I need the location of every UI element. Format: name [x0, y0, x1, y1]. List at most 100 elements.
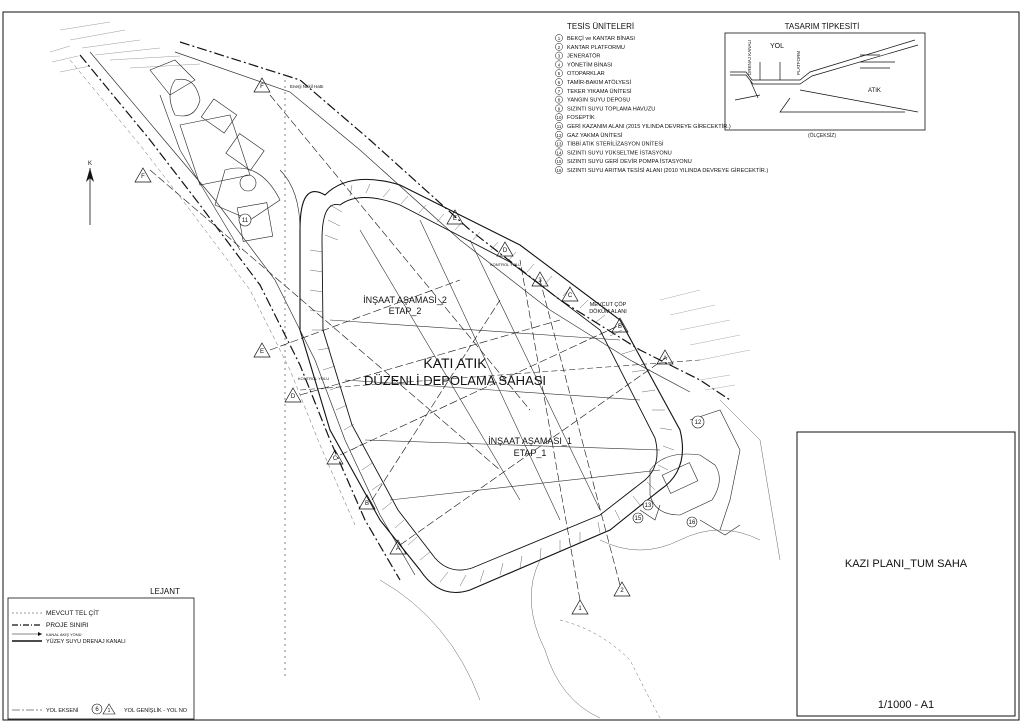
section-marker: 1 [571, 599, 589, 615]
site-unit-markers [238, 213, 705, 528]
section-marker: C [326, 449, 344, 465]
facility-number: 8 [558, 98, 561, 103]
svg-text:C: C [568, 293, 573, 299]
project-boundary-top [179, 41, 731, 401]
facility-label: KANTAR PLATFORMU [567, 45, 625, 51]
facility-number-circle [555, 78, 563, 86]
facility-item: 4 YÖNETİM BİNASI [555, 60, 613, 68]
facility-number-circle [555, 113, 563, 122]
facility-number-circle [555, 51, 563, 60]
leachate-area [639, 409, 741, 536]
section-marker: E [253, 342, 271, 358]
typical-section: TASARIM TİPKESİTİ YOL DRENAJ KANALI PLAT… [724, 22, 926, 139]
svg-text:16: 16 [689, 520, 696, 526]
drawing-title: KAZI PLANI_TUM SAHA [845, 558, 968, 570]
legend-road-width: YOL GENİŞLİK - YOL NO [124, 707, 188, 714]
facility-label: OTOPARKLAR [567, 71, 605, 77]
facility-number: 16 [557, 168, 562, 173]
legend-existing-fence: MEVCUT TEL ÇİT [46, 608, 99, 617]
facility-label: YÖNETİM BİNASI [567, 61, 613, 68]
right-terrain [659, 289, 751, 391]
fence-left [69, 59, 356, 526]
unit-marker [642, 499, 654, 511]
svg-text:F: F [260, 84, 264, 90]
phase-1-etap: ETAP_1 [514, 448, 547, 458]
section-marker: C [561, 286, 579, 302]
facility-number-circle [555, 86, 563, 95]
facility-number: 14 [557, 150, 562, 155]
svg-text:1: 1 [578, 606, 582, 612]
facility-number-circle [555, 42, 563, 51]
phase-1-label: İNŞAAT AŞAMASI_1 [488, 436, 572, 446]
facility-area [149, 59, 301, 251]
drainage-label: DRENAJ KANALI [747, 40, 752, 75]
facility-item: 2 KANTAR PLATFORMU [555, 42, 625, 51]
svg-text:12: 12 [695, 420, 702, 426]
legend-channel-flow: KANAL AKIŞ YÖNÜ [46, 632, 82, 637]
facility-number: 11 [557, 124, 562, 129]
unit-marker [238, 213, 252, 227]
section-marker: F [134, 167, 152, 183]
legend-road-axis: YOL EKSENİ [46, 707, 79, 714]
facility-number-circle [555, 148, 563, 157]
facility-number-circle [555, 139, 563, 148]
facility-label: TAMİR-BAKIM ATÖLYESİ [567, 79, 631, 86]
svg-text:2: 2 [620, 588, 624, 594]
facility-number: 3 [558, 54, 561, 59]
svg-text:E: E [260, 349, 264, 355]
section-marker: E [446, 209, 464, 225]
facility-number-circle [555, 104, 563, 113]
project-boundary-left [79, 54, 401, 581]
facility-number: 1 [558, 36, 561, 41]
terrain-hatch [49, 21, 201, 73]
scale-note: (ÖLÇEKSİZ) [808, 132, 836, 139]
svg-text:13: 13 [645, 503, 652, 509]
section-lines [149, 94, 671, 601]
facility-number: 7 [558, 89, 561, 94]
svg-text:15: 15 [635, 516, 642, 522]
facility-number: 12 [557, 133, 562, 138]
facility-number: 15 [557, 159, 562, 164]
svg-text:B: B [618, 324, 622, 330]
svg-text:C: C [333, 456, 338, 462]
road-edge-left [89, 51, 416, 576]
title-block-frame [796, 431, 1016, 717]
facility-number: 2 [558, 45, 561, 50]
unit-marker [691, 415, 705, 429]
section-marker: 3 [531, 271, 549, 287]
facility-label: BEKÇİ ve KANTAR BİNASI [567, 35, 635, 42]
legend-surface-drainage: YÜZEY SUYU DRENAJ KANALI [46, 638, 126, 645]
soil-dump-label-2: DÖKÜM ALANI [589, 308, 627, 315]
facility-item: 11 GERİ KAZANIM ALANI (2015 YILINDA DEVRE… [555, 122, 731, 130]
soil-dump-label-1: MEVCUT ÇÖP [590, 301, 627, 308]
facility-number-circle [555, 157, 563, 166]
legend-frame [7, 597, 195, 720]
facility-item: 1 BEKÇİ ve KANTAR BİNASI [555, 34, 635, 42]
title-block: KAZI PLANI_TUM SAHA 1/1000 - A1 [796, 431, 1016, 717]
energy-line-label: Enerji Nakil Hattı [290, 84, 324, 89]
facility-label: GAZ YAKMA ÜNİTESİ [567, 132, 623, 139]
section-marker: A [656, 349, 674, 365]
facility-label: GERİ KAZANIM ALANI (2015 YILINDA DEVREYE… [567, 123, 731, 130]
drawing-scale: 1/1000 - A1 [878, 699, 934, 711]
facility-number: 4 [558, 62, 561, 67]
site-unit-numbers: 11 12 13 15 16 [242, 218, 702, 526]
facility-list-title: TESİS ÜNİTELERİ [567, 22, 634, 31]
landfill-inner-berm [321, 197, 658, 571]
unit-marker [632, 512, 644, 524]
facility-number-circle [555, 95, 563, 104]
site-labels: KATI ATIK DÜZENLİ DEPOLAMA SAHASI İNŞAAT… [290, 84, 627, 458]
svg-text:A: A [663, 356, 667, 362]
legend-road-no-sample: 1 [108, 708, 111, 714]
unit-marker [686, 516, 698, 528]
section-marker: D [496, 241, 514, 257]
svg-text:A: A [396, 546, 400, 552]
facility-items: 1 BEKÇİ ve KANTAR BİNASI 2 KANTAR PLATFORMU… [555, 34, 768, 174]
